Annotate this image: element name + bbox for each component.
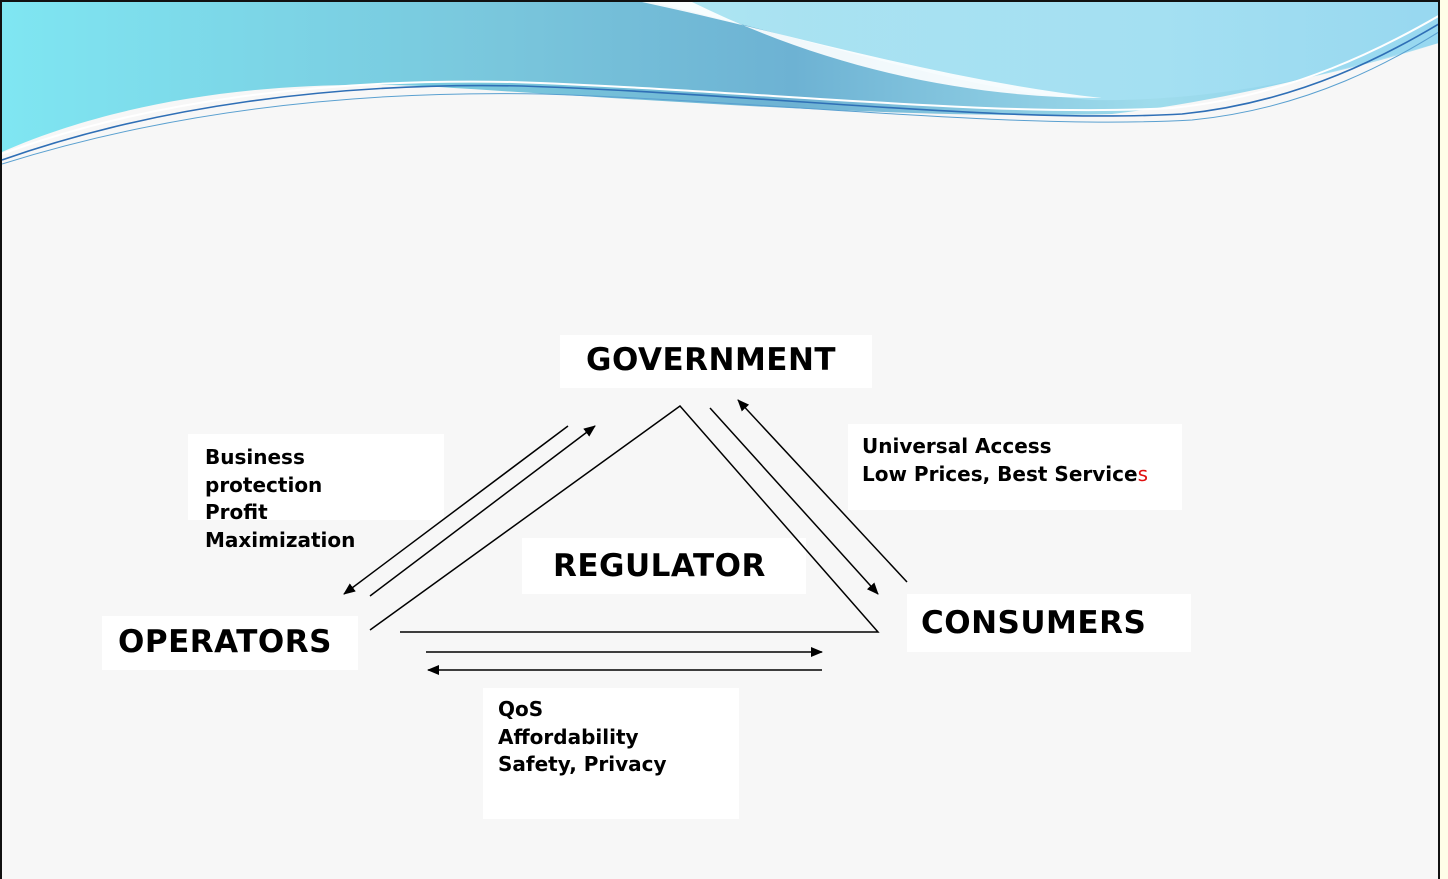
header-wave-decoration: [2, 2, 1438, 165]
operators-interests-box: [188, 434, 444, 520]
consumers-interest-line: Low Prices, Best Services: [862, 461, 1148, 489]
regulator-box: [522, 538, 806, 594]
arrow-consumers-to-government: [737, 399, 908, 583]
regulator-label: REGULATOR: [553, 548, 766, 584]
regulator-triangle: [369, 404, 880, 633]
operators-interest-line: protection: [205, 472, 323, 497]
operators-interests-text: Business protection Profit Maximization: [205, 444, 355, 554]
consumers-interests-box: [848, 424, 1182, 510]
operators-box: [102, 616, 358, 670]
arrow-government-to-consumers: [709, 407, 879, 595]
consumers-box: [907, 594, 1191, 652]
operators-interest-line: Maximization: [205, 527, 356, 552]
regulator-concern-line: QoS: [498, 697, 544, 721]
consumers-interest-line-suffix: s: [1137, 461, 1148, 486]
arrow-government-to-operators: [343, 425, 569, 595]
regulator-concerns-text: QoS Affordability Safety, Privacy: [498, 696, 667, 779]
consumers-interests-text: Universal Access Low Prices, Best Servic…: [862, 433, 1148, 488]
operators-interest-line: Business: [205, 445, 305, 469]
regulator-concern-line: Safety, Privacy: [498, 752, 667, 776]
consumers-interest-line: Universal Access: [862, 434, 1052, 458]
government-box: [560, 335, 872, 388]
government-label: GOVERNMENT: [586, 342, 837, 378]
operators-label: OPERATORS: [118, 624, 332, 660]
arrow-operators-to-government: [369, 425, 596, 597]
operators-interest-line: Profit: [205, 500, 268, 524]
consumers-interest-line-main: Low Prices, Best Service: [862, 461, 1138, 486]
consumers-label: CONSUMERS: [921, 605, 1147, 641]
regulator-concerns-box: [483, 688, 739, 819]
regulator-concern-line: Affordability: [498, 724, 639, 749]
